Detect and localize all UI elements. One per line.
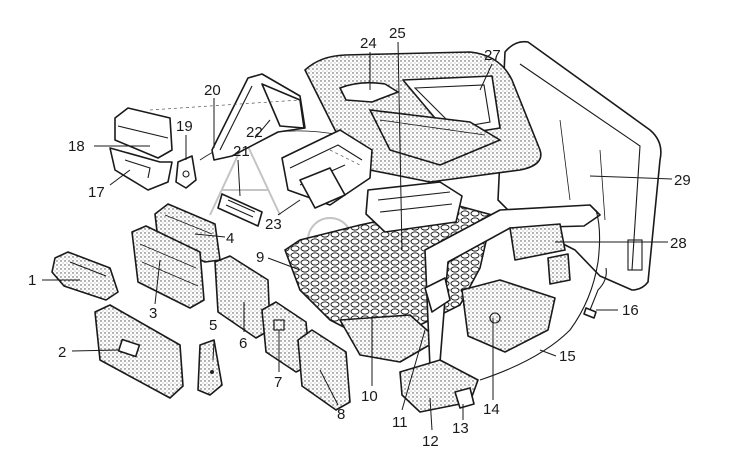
callout-1: 1 (28, 272, 36, 289)
part-11-12-13-door-frame (399, 204, 601, 413)
callout-4: 4 (226, 230, 234, 247)
part-25-roof-lining (369, 109, 501, 166)
part-20-22-pillar-trim (211, 73, 306, 161)
callout-labels: 1 2 3 4 5 6 7 8 9 10 11 12 13 14 15 16 1… (28, 25, 691, 450)
part-21-vent-panel (217, 193, 263, 227)
callout-27: 27 (484, 47, 501, 64)
callout-28: 28 (670, 235, 687, 252)
callout-17: 17 (88, 184, 105, 201)
callout-3: 3 (149, 305, 157, 322)
callout-29: 29 (674, 172, 691, 189)
leader-lines (42, 41, 673, 431)
part-23-dashboard-unit (281, 129, 373, 209)
callout-2: 2 (58, 344, 66, 361)
part-15-door-seal (479, 209, 601, 381)
callout-12: 12 (422, 433, 439, 450)
callout-20: 20 (204, 82, 221, 99)
callout-25: 25 (389, 25, 406, 42)
part-5-trim-strip (197, 339, 223, 396)
callout-24: 24 (360, 35, 377, 52)
callout-6: 6 (239, 335, 247, 352)
part-8-lower-trim (297, 329, 351, 411)
callout-9: 9 (256, 249, 264, 266)
part-16-hook-rod (583, 267, 607, 319)
callout-14: 14 (483, 401, 500, 418)
center-console (365, 181, 463, 233)
callout-23: 23 (265, 216, 282, 233)
part-2-lower-panel (94, 304, 184, 399)
callout-18: 18 (68, 138, 85, 155)
part-19-bracket (175, 155, 197, 189)
callout-21: 21 (233, 143, 250, 160)
part-3-door-trim (131, 225, 205, 309)
part-28-rear-panel (509, 223, 571, 285)
callout-8: 8 (337, 406, 345, 423)
callout-5: 5 (209, 317, 217, 334)
callout-10: 10 (361, 388, 378, 405)
part-18-glovebox-lid (114, 107, 173, 159)
callout-13: 13 (452, 420, 469, 437)
callout-16: 16 (622, 302, 639, 319)
callout-11: 11 (392, 414, 408, 431)
callout-7: 7 (274, 374, 282, 391)
part-6-mid-panel (214, 255, 271, 339)
callout-22: 22 (246, 124, 263, 141)
callout-15: 15 (559, 348, 576, 365)
part-17-glovebox (109, 147, 173, 191)
callout-19: 19 (176, 118, 193, 135)
part-1-tray (51, 251, 119, 301)
part-14-floor-section (461, 279, 556, 353)
